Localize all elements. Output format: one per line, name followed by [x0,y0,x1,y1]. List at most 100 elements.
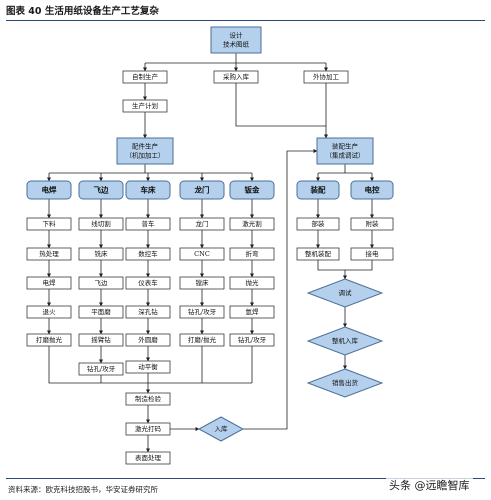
sheet-step-2-label: 折弯 [246,249,260,258]
assembly-step-1-label: 部装 [312,219,326,228]
lathe-step-5-frame [125,333,171,347]
figure-title: 图表 40 生活用纸设备生产工艺复杂 [6,6,159,17]
lathe-step-6: 动平衡 [125,360,171,374]
lathe-step-2-label: 数控车 [138,249,158,258]
outsource-node: 外协加工 [303,70,349,84]
sheet-step-4-frame [229,305,275,319]
flywheel-step-4-frame [78,305,124,319]
gantry-step-4-label: 钻孔/攻牙 [188,307,217,316]
welding-header-frame [26,180,72,200]
lathe-step-4-frame [125,305,171,319]
lathe-step-6-frame [125,360,171,374]
sales-out-node: 销售出货 [306,368,384,398]
sheet-step-5-frame [229,333,275,347]
sheet-header-label: 钣金 [245,185,260,195]
welding-step-2-label: 热处理 [39,249,59,258]
laser-marking-node-label: 激光打码 [135,424,162,433]
drill-tap-bottom-node-label: 钻孔/攻牙 [87,364,116,373]
assembly-header-label: 装配 [310,185,326,195]
collect-line [48,346,252,384]
component-production-node-label-2: （机加加工） [126,151,165,160]
flywheel-step-3-label: 飞边 [95,279,109,287]
gantry-step-1-label: 龙门 [196,219,209,228]
assembly-step-1-frame [296,217,340,231]
welding-step-3-label: 电焊 [43,278,57,287]
welding-step-5: 打磨抛光 [26,333,72,347]
sheet-step-3-frame [229,276,275,290]
flywheel-step-3: 飞边 [78,276,124,290]
self-made-node: 自制生产 [122,70,168,84]
whole-machine-in-node-label: 整机入库 [332,336,359,345]
flow-nodes: 设计技术图纸自制生产采购入库外协加工生产计划配件生产（机加加工）装配生产（集成调… [26,26,394,465]
sheet-step-1-frame [229,217,275,231]
inspection-node-label: 制造检验 [135,394,162,403]
assembly-header-frame [296,180,340,200]
welding-step-5-frame [26,333,72,347]
watermark-label: 头条 @远瞻智库 [386,476,473,494]
flywheel-step-1-frame [78,217,124,231]
lathe-step-4-label: 深孔钻 [138,307,158,316]
assembly-production-node-label-2: （集成调试） [326,151,365,160]
drill-tap-bottom-node: 钻孔/攻牙 [78,362,124,376]
lathe-step-3-frame [125,276,171,290]
welding-step-5-label: 打磨抛光 [36,335,63,344]
gantry-step-2: CNC [179,247,225,261]
assembly-step-2-frame [296,247,340,261]
sheet-header: 钣金 [229,180,275,200]
flywheel-step-5-frame [78,333,124,347]
electrical-step-2-label: 接电 [366,249,380,258]
gantry-step-2-label: CNC [194,250,210,258]
sheet-step-1: 激光割 [229,217,275,231]
gantry-step-4-frame [179,305,225,319]
sales-out-node-label: 销售出货 [332,378,359,387]
assembly-production-node-label-1: 装配生产 [332,142,359,151]
assembly-step-2: 整机装配 [296,247,340,261]
whole-machine-in-node: 整机入库 [306,326,384,356]
purchase-node: 采购入库 [213,70,259,84]
sheet-step-4: 氩焊 [229,305,275,319]
lathe-step-1-label: 普车 [142,219,156,228]
welding-step-1: 下料 [26,217,72,231]
flywheel-step-1-label: 线切割 [91,219,111,228]
welding-step-4-frame [26,305,72,319]
assembly-step-2-label: 整机装配 [305,249,332,258]
sheet-step-5-label: 钻孔/攻牙 [238,335,267,344]
flywheel-step-4: 平面磨 [78,305,124,319]
sheet-step-1-label: 激光割 [242,219,262,228]
lathe-step-5-label: 外圆磨 [138,335,158,344]
flywheel-step-1: 线切割 [78,217,124,231]
flow-connectors [47,53,374,453]
footer-rule [6,478,485,479]
welding-step-1-frame [26,217,72,231]
purchase-node-label: 采购入库 [223,72,250,81]
welding-step-2: 热处理 [26,247,72,261]
lathe-step-5: 外圆磨 [125,333,171,347]
sheet-step-2: 折弯 [229,247,275,261]
welding-step-3: 电焊 [26,276,72,290]
surface-treatment-node-label: 表面处理 [135,453,162,462]
gantry-step-5-label: 打磨/抛光 [188,335,217,344]
inspection-node-frame [125,392,171,406]
gantry-step-2-frame [179,247,225,261]
electrical-step-1-frame [350,217,394,231]
gantry-header: 龙门 [179,180,225,200]
component-production-node-label-1: 配件生产 [132,142,159,151]
warehouse-in-node-label: 入库 [215,424,229,433]
assembly-production-node: 装配生产（集成调试） [316,137,374,165]
source-note: 资料来源：欧克科技招股书，华安证券研究所 [8,485,158,494]
lathe-step-4: 深孔钻 [125,305,171,319]
sheet-step-5: 钻孔/攻牙 [229,333,275,347]
electrical-step-1: 附装 [350,217,394,231]
lathe-step-3-label: 仪表车 [138,278,158,287]
flywheel-header-label: 飞边 [94,185,109,195]
gantry-step-3: 镗床 [179,276,225,290]
electrical-step-1-label: 附装 [366,219,380,228]
gantry-header-label: 龙门 [195,185,210,195]
electrical-step-2-frame [350,247,394,261]
welding-step-4: 退火 [26,305,72,319]
gantry-step-5: 打磨/抛光 [179,333,225,347]
production-plan-node: 生产计划 [122,99,168,113]
gantry-step-1: 龙门 [179,217,225,231]
purchase-merge [235,83,326,127]
